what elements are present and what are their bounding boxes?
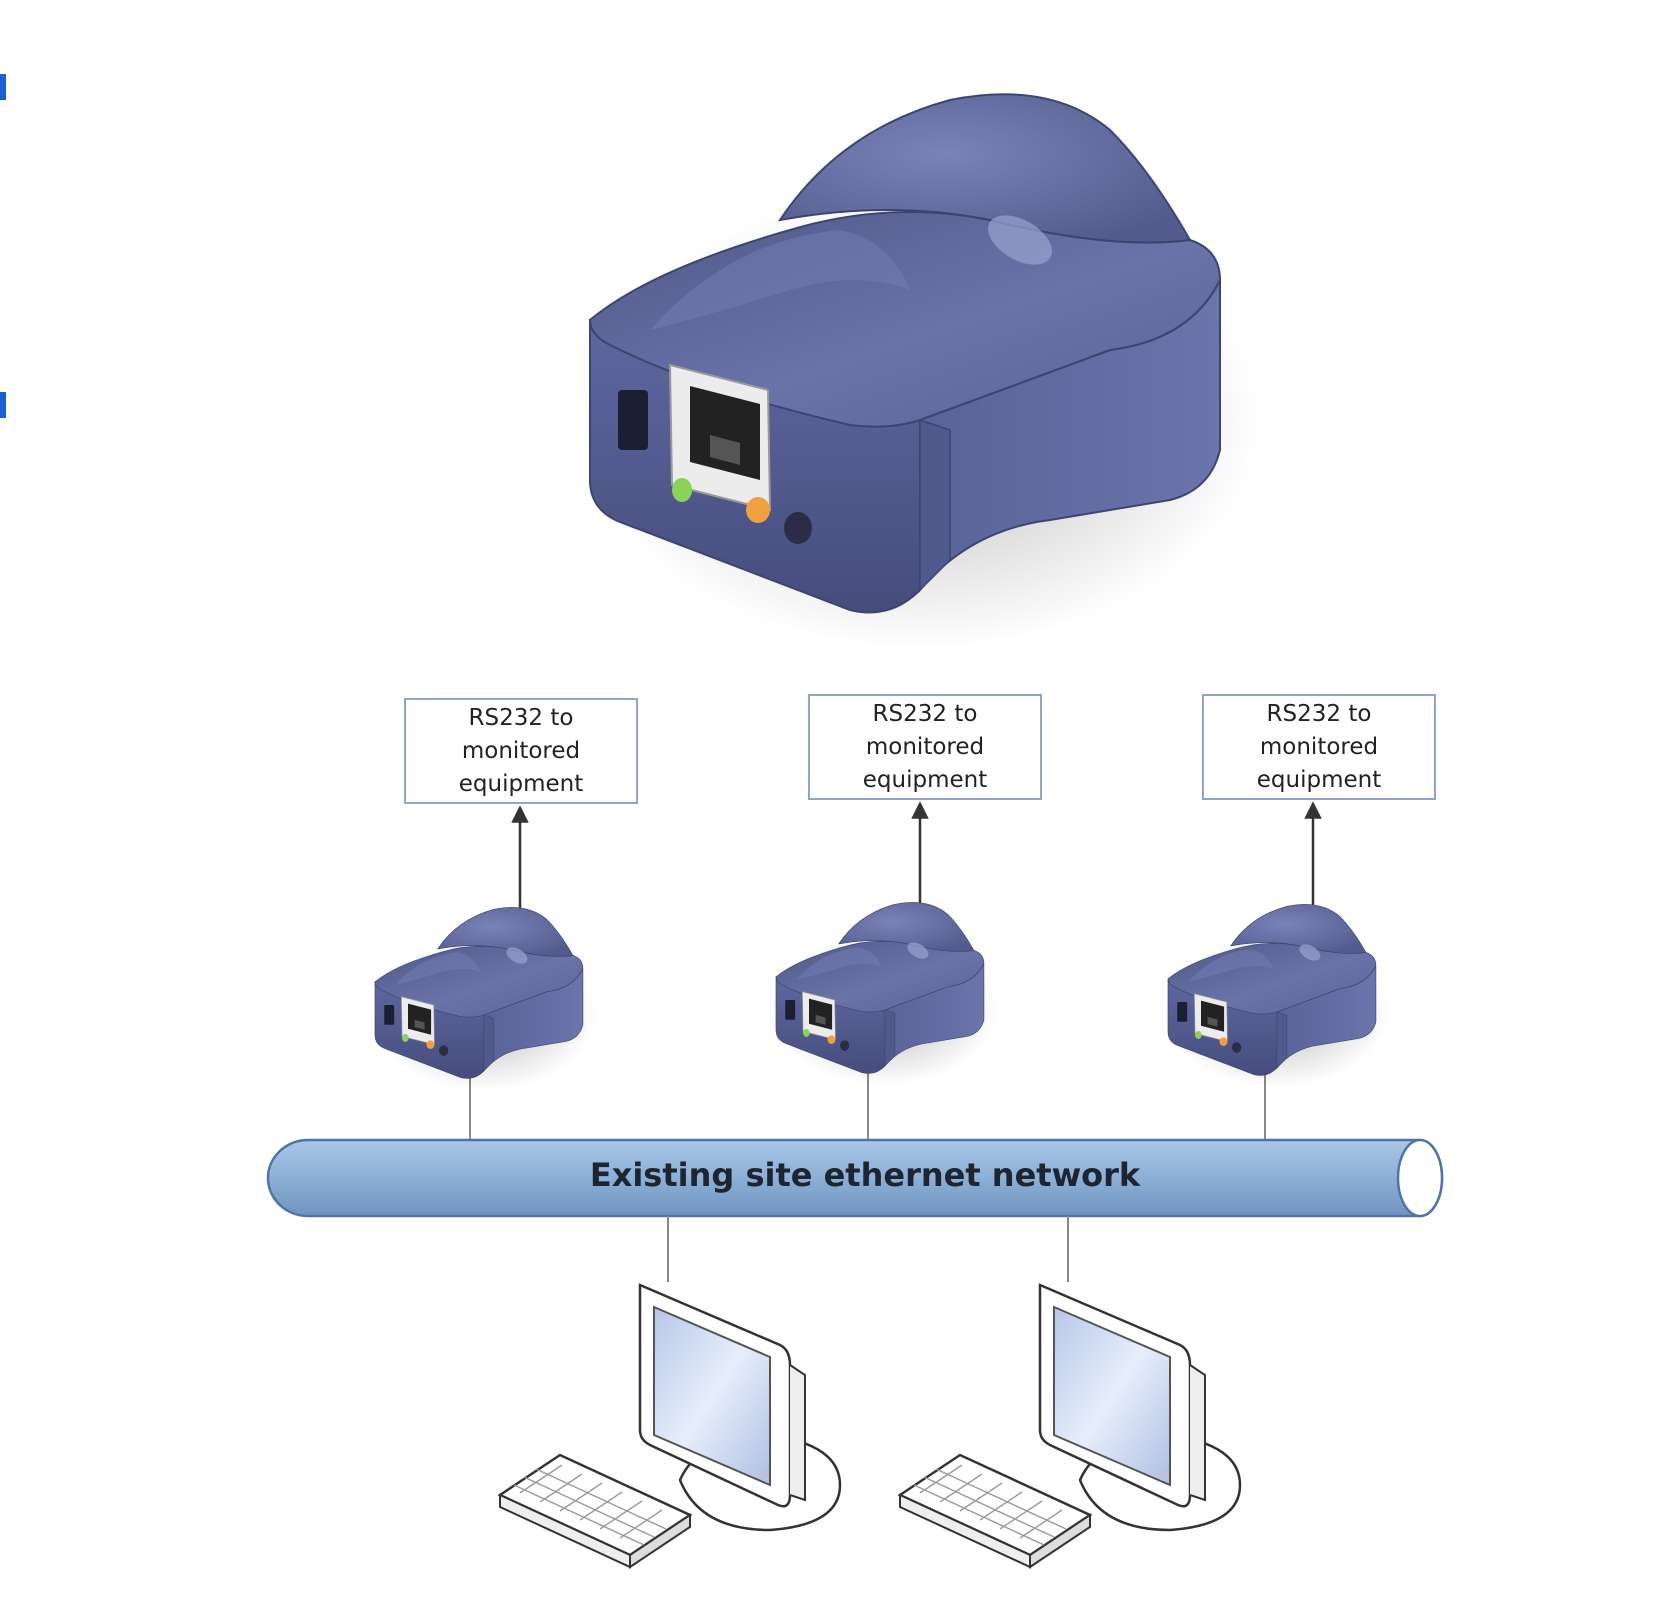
label-line: RS232 to: [468, 704, 574, 731]
network-pipe: [266, 1138, 1444, 1218]
network-device-icon: [1164, 904, 1390, 1089]
label-line: equipment: [862, 766, 988, 793]
label-line: monitored: [1259, 733, 1379, 760]
computer-monitor-icon: [498, 1283, 842, 1569]
rs232-label-box-2: RS232 to monitored equipment: [808, 694, 1042, 800]
network-device-icon: [579, 93, 1261, 652]
network-label: Existing site ethernet network: [589, 1156, 1141, 1194]
label-line: RS232 to: [1266, 700, 1372, 727]
left-edge-mark-top: [0, 74, 6, 100]
rs232-label-box-3: RS232 to monitored equipment: [1202, 694, 1436, 800]
label-line: equipment: [1256, 766, 1382, 793]
computer-monitor-icon: [898, 1283, 1242, 1569]
left-edge-mark-bottom: [0, 392, 6, 418]
label-line: equipment: [458, 770, 584, 797]
rs232-label-box-1: RS232 to monitored equipment: [404, 698, 638, 804]
network-device-icon: [772, 902, 998, 1087]
label-line: RS232 to: [872, 700, 978, 727]
label-line: monitored: [865, 733, 985, 760]
network-device-icon: [371, 907, 597, 1092]
label-line: monitored: [461, 737, 581, 764]
